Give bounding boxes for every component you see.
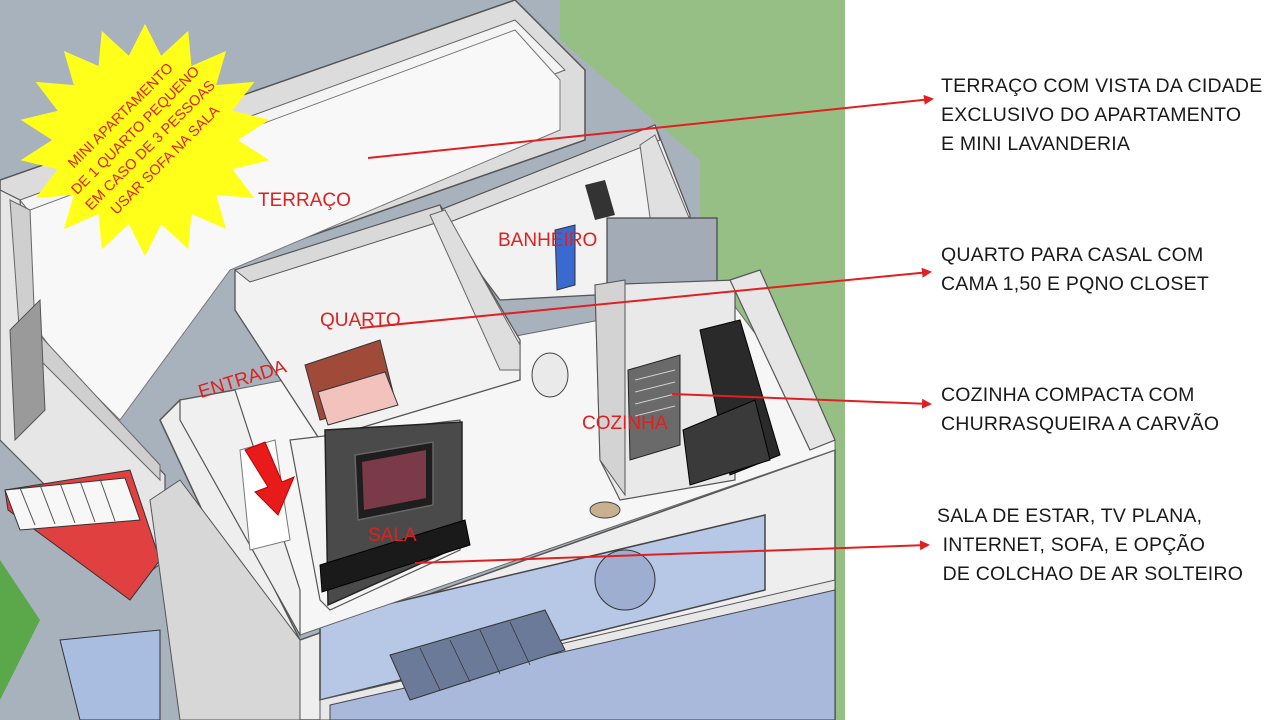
stairs-treads <box>4 477 141 531</box>
note-line: TERRAÇO COM VISTA DA CIDADE <box>941 75 1263 97</box>
note-line: SALA DE ESTAR, TV PLANA, <box>937 505 1203 527</box>
facade-side <box>149 479 301 720</box>
entrance-wall <box>179 389 301 638</box>
note-cozinha: COZINHA COMPACTA COM CHURRASQUEIRA A CAR… <box>941 381 1219 439</box>
note-line: DE COLCHAO DE AR SOLTEIRO <box>937 563 1244 585</box>
note-line: QUARTO PARA CASAL COM <box>941 244 1204 266</box>
stove <box>682 399 771 486</box>
note-line: CHURRASQUEIRA A CARVÃO <box>941 413 1220 435</box>
apartment-3d-model: MINI APARTAMENTO DE 1 QUARTO PEQUENO EM … <box>0 0 845 720</box>
bed-mattress <box>317 371 399 426</box>
room-label-terraco: TERRAÇO <box>258 190 351 211</box>
room-label-sala: SALA <box>368 525 417 546</box>
note-line: INTERNET, SOFA, E OPÇÃO <box>937 534 1206 556</box>
tv-image <box>362 450 426 510</box>
glass-railing <box>59 629 161 720</box>
bathroom-mirror <box>606 217 718 289</box>
left-window <box>9 298 46 442</box>
note-line: COZINHA COMPACTA COM <box>941 384 1195 406</box>
stool <box>589 501 621 519</box>
note-quarto: QUARTO PARA CASAL COM CAMA 1,50 E PQNO C… <box>941 241 1209 299</box>
callout-burst: MINI APARTAMENTO DE 1 QUARTO PEQUENO EM … <box>20 23 270 257</box>
note-line: EXCLUSIVO DO APARTAMENTO <box>941 104 1242 126</box>
toilet <box>531 352 569 398</box>
note-terraco: TERRAÇO COM VISTA DA CIDADE EXCLUSIVO DO… <box>941 72 1262 159</box>
note-sala: SALA DE ESTAR, TV PLANA, INTERNET, SOFA,… <box>937 502 1243 589</box>
grass-corner <box>0 560 40 700</box>
room-label-cozinha: COZINHA <box>582 413 668 434</box>
room-label-banheiro: BANHEIRO <box>498 230 598 251</box>
bbq-grill <box>627 354 681 461</box>
room-label-quarto: QUARTO <box>320 310 401 331</box>
note-line: CAMA 1,50 E PQNO CLOSET <box>941 273 1209 295</box>
table <box>594 549 656 611</box>
shower-head <box>585 180 615 220</box>
lower-window <box>329 589 836 720</box>
note-line: E MINI LAVANDERIA <box>941 133 1131 155</box>
